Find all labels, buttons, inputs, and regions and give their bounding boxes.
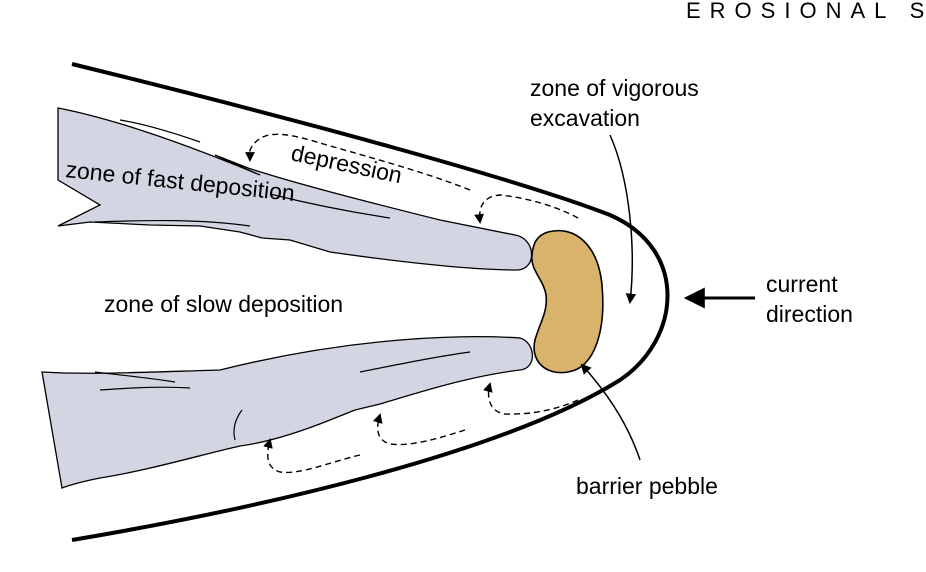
pebble-leader xyxy=(580,363,641,461)
eddy-arrow-bottom-mid xyxy=(373,413,466,446)
label-excavation-line2: excavation xyxy=(530,105,640,131)
lower-deposit-tail xyxy=(41,336,534,489)
header-title: EROSIONAL S xyxy=(686,0,926,23)
eddy-arrow-bottom-right xyxy=(483,382,579,415)
label-barrier-pebble: barrier pebble xyxy=(576,473,718,499)
upper-deposit-tail xyxy=(57,107,533,271)
barrier-pebble xyxy=(531,229,604,374)
upper-streak-1 xyxy=(119,119,201,143)
upper-streak-2 xyxy=(269,193,391,219)
lower-streak-4 xyxy=(233,409,243,441)
label-current-line1: current xyxy=(766,271,838,297)
label-excavation-line1: zone of vigorous xyxy=(530,75,699,101)
eddy-arrow-top-left xyxy=(245,133,471,191)
lower-streak-1 xyxy=(94,371,176,383)
lower-streak-2 xyxy=(99,386,191,391)
upper-streak-3 xyxy=(94,219,251,227)
eddy-arrow-top-right xyxy=(474,194,579,224)
lower-streak-3 xyxy=(359,351,471,373)
scour-outline xyxy=(71,62,670,542)
excavation-leader xyxy=(609,134,637,305)
eddy-arrow-bottom-left xyxy=(263,438,361,474)
label-current-line2: direction xyxy=(766,301,853,327)
label-zone-slow-deposition: zone of slow deposition xyxy=(104,291,343,317)
